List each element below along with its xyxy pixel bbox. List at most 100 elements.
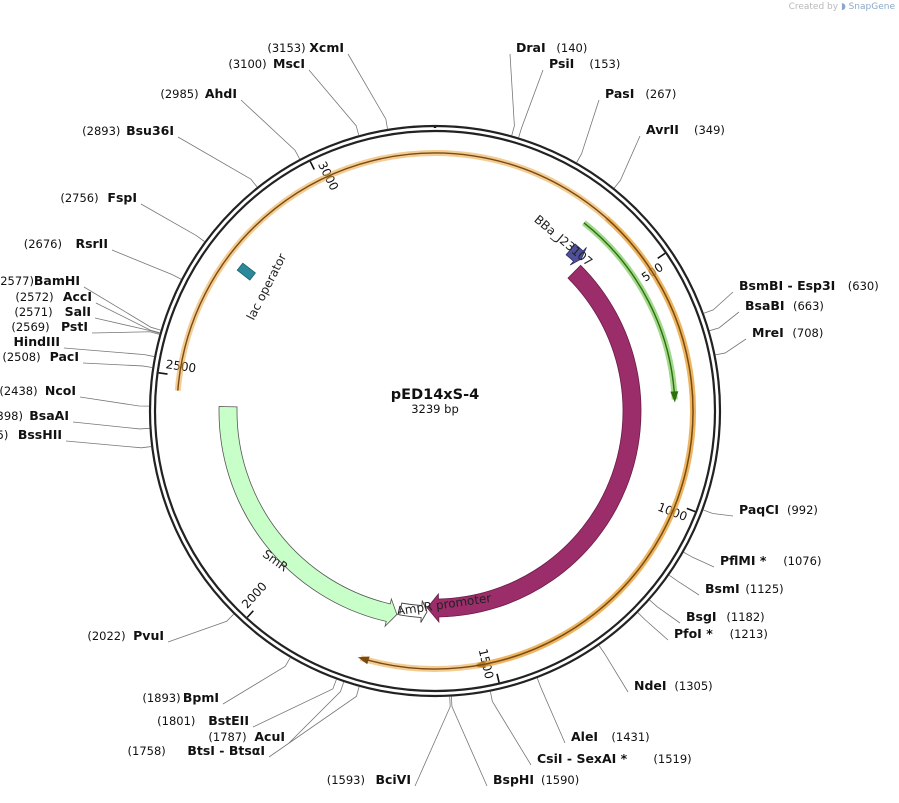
- enzyme-leader-line: [414, 696, 451, 787]
- enzyme-site-psti[interactable]: PstI(2569): [11, 319, 160, 335]
- enzyme-site-pflmi[interactable]: PflMI *(1076): [683, 551, 822, 568]
- enzyme-leader-line: [167, 613, 234, 643]
- enzyme-site-xcmi[interactable]: XcmI(3153): [267, 40, 388, 130]
- enzyme-position: (1431): [611, 730, 649, 744]
- enzyme-site-bsabi[interactable]: BsaBI (663): [709, 298, 824, 332]
- enzyme-name: MscI: [273, 56, 305, 71]
- enzyme-site-mrei[interactable]: MreI(708): [715, 325, 823, 356]
- enzyme-site-bsmbi-esp3i[interactable]: BsmBI - Esp3I(630): [703, 278, 879, 314]
- enzyme-site-hindiii[interactable]: HindIII(2528): [0, 334, 155, 357]
- enzyme-site-acui[interactable]: AcuI(1787): [208, 681, 345, 744]
- enzyme-name: PasI: [605, 86, 634, 101]
- enzyme-position: (2676): [24, 237, 62, 251]
- enzyme-position: (2438): [0, 384, 38, 398]
- backbone-outer-strand: [148, 124, 722, 698]
- feature-trfa-arrow: [426, 264, 642, 624]
- enzyme-name: MreI: [752, 325, 784, 340]
- enzyme-site-bsmi[interactable]: BsmI (1125): [668, 574, 784, 596]
- enzyme-position: (663): [793, 299, 824, 313]
- enzyme-leader-line: [252, 679, 337, 728]
- enzyme-name: FspI: [107, 190, 137, 205]
- feature-label-trfa: trfA: [642, 449, 661, 475]
- enzyme-site-avrii[interactable]: AvrII(349): [613, 122, 725, 189]
- enzyme-site-bsteii[interactable]: BstEII(1801): [157, 679, 337, 728]
- enzyme-site-rsrii[interactable]: RsrII (2676): [24, 236, 182, 280]
- enzyme-site-acci[interactable]: AccI(2572): [15, 289, 161, 334]
- enzyme-position: (992): [787, 503, 818, 517]
- enzyme-leader-line: [95, 302, 161, 334]
- enzyme-name: BsaBI: [745, 298, 785, 313]
- enzyme-name: BsmI: [705, 581, 740, 596]
- enzyme-position: (2398): [0, 409, 23, 423]
- enzyme-name: BsgI: [686, 609, 717, 624]
- enzyme-site-ndei[interactable]: NdeI(1305): [598, 645, 713, 693]
- enzyme-leader-line: [598, 645, 629, 693]
- enzyme-leader-line: [490, 691, 532, 766]
- enzyme-site-pasi[interactable]: PasI (267): [576, 86, 677, 163]
- enzyme-site-bpmi[interactable]: BpmI(1893): [142, 657, 291, 705]
- enzyme-name: RsrII: [75, 236, 108, 251]
- backbone-ring: [148, 124, 722, 698]
- enzyme-name: NdeI: [634, 678, 667, 693]
- credit-prefix: Created by: [788, 2, 839, 12]
- enzyme-leader-line: [715, 338, 747, 356]
- backbone-inner-strand: [153, 129, 717, 693]
- enzyme-site-pfoi[interactable]: PfoI *(1213): [637, 612, 768, 641]
- enzyme-site-alei[interactable]: AleI(1431): [536, 677, 650, 744]
- enzyme-leader-line: [83, 286, 161, 331]
- enzyme-site-paqci[interactable]: PaqCI(992): [703, 502, 818, 517]
- enzyme-site-btsi-bts-i[interactable]: BtsI - BtsαI(1758): [128, 686, 360, 758]
- enzyme-name: PacI: [50, 349, 79, 364]
- enzyme-position: (2022): [87, 629, 125, 643]
- enzyme-name: BtsI - BtsαI: [187, 743, 265, 758]
- enzyme-name: BstEII: [208, 713, 249, 728]
- enzyme-site-pvui[interactable]: PvuI(2022): [87, 613, 234, 643]
- enzyme-site-drai[interactable]: DraI (140): [509, 40, 587, 136]
- enzyme-position: (140): [556, 41, 587, 55]
- enzyme-position: (3153): [267, 41, 305, 55]
- enzyme-position: (2508): [2, 350, 40, 364]
- snapgene-logo-icon: ◗: [840, 2, 846, 12]
- tick-mark: [246, 610, 254, 618]
- enzyme-position: (2572): [15, 290, 53, 304]
- enzyme-site-bamhi[interactable]: BamHI(2577): [0, 273, 161, 331]
- credit-brand: SnapGene: [848, 2, 895, 12]
- enzyme-name: BssHII: [18, 427, 62, 442]
- feature-lac-operator-box: [236, 262, 256, 281]
- enzyme-leader-line: [82, 362, 153, 368]
- enzyme-site-csii-sexai[interactable]: CsiI - SexAI *(1519): [490, 691, 692, 766]
- enzyme-position: (1590): [541, 773, 579, 787]
- tick-mark: [496, 673, 500, 683]
- enzyme-site-paci[interactable]: PacI (2508): [2, 349, 153, 368]
- enzyme-name: HindIII: [13, 334, 60, 349]
- enzyme-leader-line: [63, 347, 155, 357]
- enzyme-leader-line: [288, 681, 345, 744]
- enzyme-site-bsu36i[interactable]: Bsu36I(2893): [82, 123, 258, 188]
- enzyme-site-psii[interactable]: PsiI(153): [518, 56, 621, 138]
- enzyme-position: (1125): [745, 582, 783, 596]
- enzyme-name: BsmBI - Esp3I: [739, 278, 835, 293]
- enzyme-name: DraI: [516, 40, 546, 55]
- enzyme-leader-line: [240, 99, 301, 160]
- enzyme-site-ahdi[interactable]: AhdI(2985): [160, 86, 301, 160]
- enzyme-position: (2756): [60, 191, 98, 205]
- enzyme-position: (2365): [0, 428, 8, 442]
- enzyme-site-bsshii[interactable]: BssHII (2365): [0, 427, 152, 449]
- enzyme-site-sali[interactable]: SalI(2571): [14, 304, 160, 334]
- enzyme-name: BciVI: [375, 772, 411, 787]
- enzyme-leader-line: [72, 421, 150, 430]
- enzyme-site-fspi[interactable]: FspI (2756): [60, 190, 205, 242]
- enzyme-site-bsaai[interactable]: BsaAI(2398): [0, 408, 150, 430]
- enzyme-leader-line: [703, 509, 734, 517]
- enzyme-site-bsphi[interactable]: BspHI(1590): [450, 696, 579, 787]
- enzyme-site-ncoi[interactable]: NcoI(2438): [0, 383, 150, 407]
- enzyme-site-bsgi[interactable]: BsgI(1182): [649, 599, 765, 624]
- enzyme-position: (267): [645, 87, 676, 101]
- enzyme-leader-line: [649, 599, 681, 624]
- enzyme-site-bcivi[interactable]: BciVI(1593): [327, 696, 451, 787]
- enzyme-site-msci[interactable]: MscI(3100): [228, 56, 360, 136]
- enzyme-position: (2571): [14, 305, 52, 319]
- snapgene-credit: Created by ◗ SnapGene: [789, 2, 895, 12]
- enzyme-leader-line: [668, 574, 700, 596]
